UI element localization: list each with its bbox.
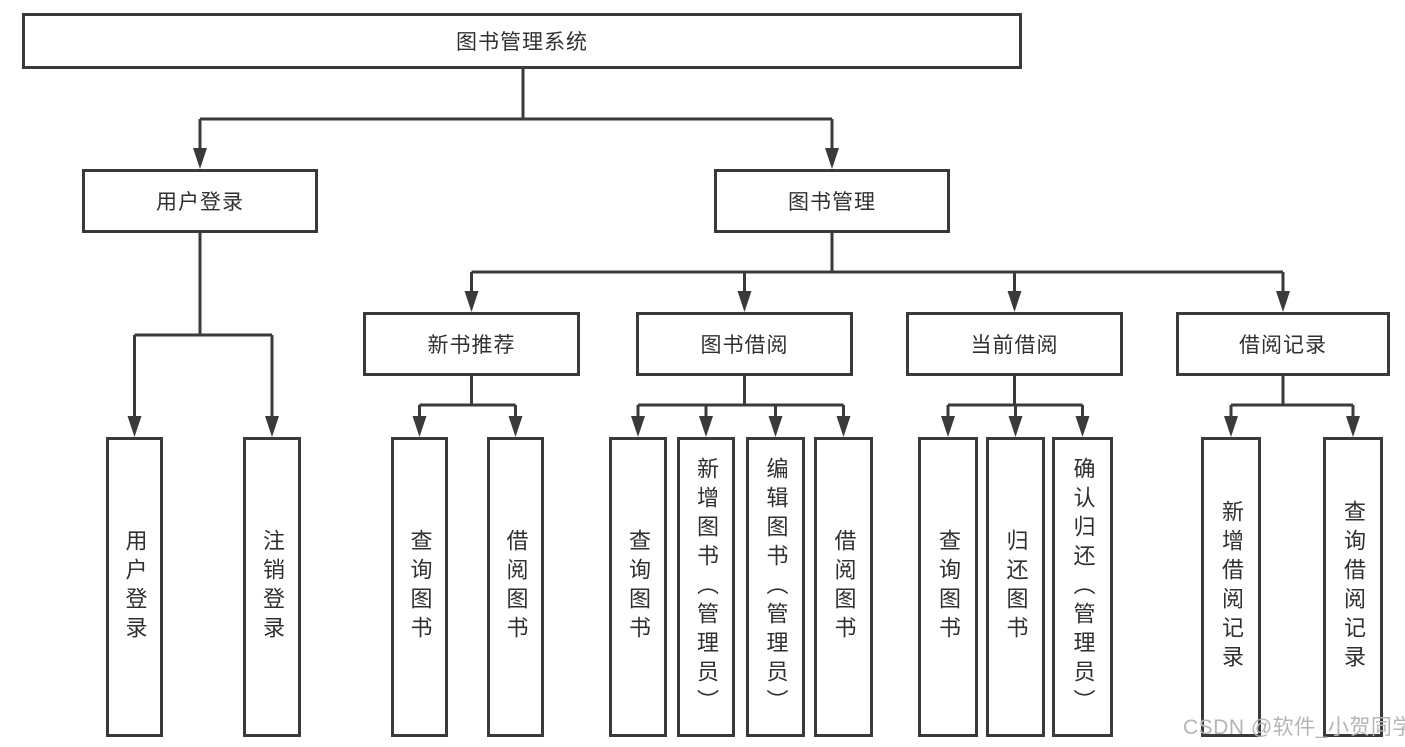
leaf-logout: 注销登录 [243, 437, 301, 737]
node-user-login: 用户登录 [82, 169, 318, 233]
node-book-borrowing: 图书借阅 [636, 312, 853, 376]
connector-current-borrowing-to-leaves [941, 376, 1090, 437]
leaf-current-query-books: 查询图书 [918, 437, 978, 737]
leaf-current-confirm-return-admin: 确认归还（管理员） [1052, 437, 1113, 737]
connector-new-book-to-leaves [412, 376, 523, 437]
leaf-newbook-query-books: 查询图书 [391, 437, 448, 737]
leaf-borrowing-borrow-books: 借阅图书 [814, 437, 873, 737]
leaf-borrowing-add-books-admin: 新增图书（管理员） [677, 437, 735, 737]
leaf-borrowing-edit-books-admin: 编辑图书（管理员） [746, 437, 805, 737]
leaf-current-return-books: 归还图书 [986, 437, 1045, 737]
node-new-book-recommendation: 新书推荐 [363, 312, 580, 376]
connector-book-borrowing-to-leaves [631, 376, 851, 437]
connector-borrowing-records-to-leaves [1224, 376, 1360, 437]
leaf-borrowing-query-books: 查询图书 [609, 437, 667, 737]
connector-book-management-to-level3 [464, 233, 1290, 312]
node-current-borrowing: 当前借阅 [906, 312, 1123, 376]
leaf-user-login: 用户登录 [106, 437, 163, 737]
connector-root-to-level2 [193, 69, 839, 169]
leaf-records-add-borrow-record: 新增借阅记录 [1201, 437, 1261, 737]
node-book-management: 图书管理 [714, 169, 950, 233]
leaf-newbook-borrow-books: 借阅图书 [487, 437, 544, 737]
watermark-csdn: CSDN @软件_小贺同学 [1183, 716, 1405, 739]
node-library-management-system: 图书管理系统 [22, 13, 1022, 69]
connector-user-login-to-leaves [127, 233, 279, 437]
leaf-records-query-borrow-record: 查询借阅记录 [1323, 437, 1383, 737]
node-borrowing-records: 借阅记录 [1176, 312, 1390, 376]
